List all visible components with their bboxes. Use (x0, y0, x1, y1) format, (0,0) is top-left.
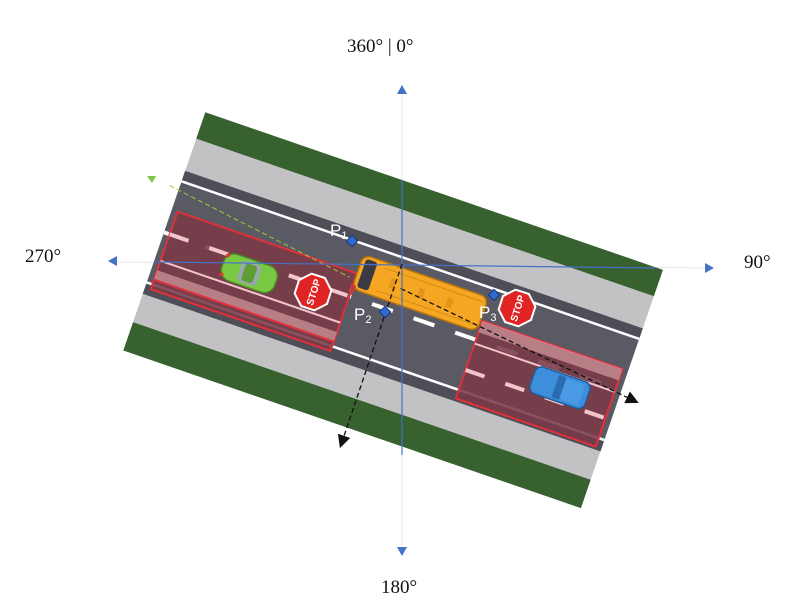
west-arrow-icon (108, 256, 117, 266)
p1-label: P1 (330, 221, 347, 242)
p1-marker[interactable] (345, 234, 359, 248)
school-bus (348, 255, 488, 331)
edge-line-top (181, 180, 640, 341)
heading-vector (400, 287, 639, 404)
north-label: 360° | 0° (347, 36, 414, 57)
sidewalk-top (185, 138, 654, 329)
lateral-vector (337, 263, 403, 449)
west-label: 270° (25, 246, 62, 267)
p3-label: P3 (479, 303, 496, 324)
p2-marker[interactable] (378, 305, 392, 319)
grass-strip-top (196, 112, 663, 297)
stop-sign-left: STOP (293, 272, 333, 312)
south-arrow-icon (397, 547, 407, 556)
green-arrow-icon (147, 176, 156, 183)
point-markers (345, 234, 501, 319)
compass-crosshair (154, 180, 656, 455)
north-arrow-icon (397, 85, 407, 94)
p3-marker[interactable] (487, 288, 501, 302)
blue-car (529, 366, 591, 410)
road (123, 112, 663, 509)
p2-label: P2 (354, 305, 371, 326)
green-reference-line (169, 185, 350, 278)
grass-strip-bottom (123, 322, 591, 509)
east-arrow-icon (705, 263, 714, 273)
south-label: 180° (381, 577, 418, 598)
stop-sign-right: STOP (497, 288, 537, 328)
east-label: 90° (744, 252, 771, 273)
sidewalk-bottom (133, 293, 601, 480)
